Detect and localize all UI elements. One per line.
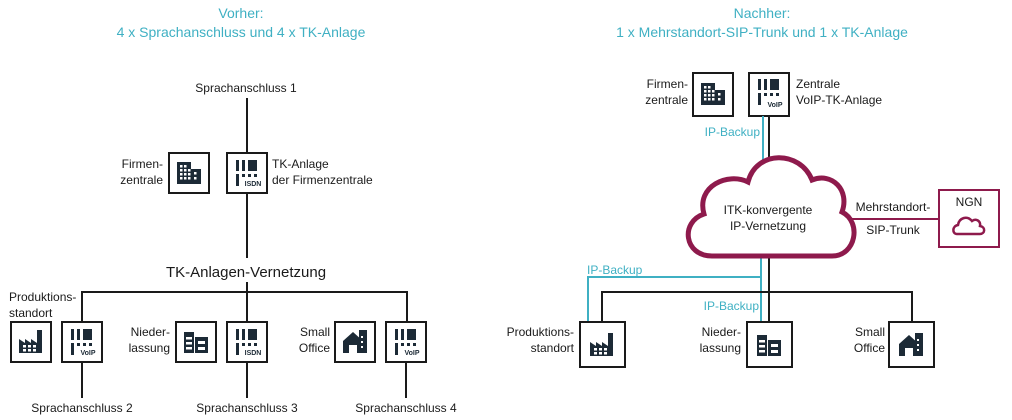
left-site-2-node[interactable] (175, 321, 217, 363)
right-title-line2: 1 x Mehrstandort-SIP-Trunk und 1 x TK-An… (616, 24, 908, 40)
right-pbx-label-2: VoIP-TK-Anlage (796, 93, 882, 107)
left-site-1-label-1: Produktions- (9, 290, 76, 304)
ngn-node[interactable]: NGN (938, 189, 1000, 248)
left-site-3-pbx[interactable]: VoIP (385, 321, 427, 363)
left-hq-pbx-node[interactable]: ISDN (226, 152, 268, 194)
left-line-label-3: Sprachanschluss 3 (196, 401, 298, 415)
right-site-1-label-1: Produktions- (507, 325, 574, 339)
left-line-label-1: Sprachanschluss 1 (195, 81, 297, 95)
left-pbx-label-1: TK-Anlage (272, 157, 329, 171)
left-site-2-label-1: Nieder- (131, 325, 170, 339)
left-site-1-node[interactable] (10, 321, 52, 363)
left-site-2-label-2: lassung (129, 341, 170, 355)
right-central-pbx-node[interactable]: VoIP (748, 72, 790, 117)
pbx-type-label: ISDN (245, 350, 262, 357)
cloud-label-1: ITK-konvergente (724, 203, 813, 217)
backup-label-production: IP-Backup (587, 263, 643, 277)
left-site-2-pbx[interactable]: ISDN (226, 321, 268, 363)
right-network-bus (601, 291, 913, 322)
right-site-2-label-2: lassung (700, 341, 741, 355)
right-site-3-label-1: Small (855, 325, 885, 339)
left-title-line1: Vorher: (218, 5, 263, 21)
left-hq-label-1: Firmen- (122, 157, 163, 171)
pbx-type-label: ISDN (245, 181, 262, 188)
left-site-3-label-1: Small (300, 325, 330, 339)
left-hq-node[interactable] (168, 152, 210, 194)
right-site-2-node[interactable] (746, 321, 793, 368)
cloud-label-2: IP-Vernetzung (730, 219, 806, 233)
pbx-type-label: VoIP (767, 102, 782, 109)
left-line-label-4: Sprachanschluss 4 (355, 401, 457, 415)
right-pbx-label-1: Zentrale (796, 77, 840, 91)
left-site-3-node[interactable] (334, 321, 376, 363)
left-site-1-pbx[interactable]: VoIP (61, 321, 103, 363)
trunk-label-2: SIP-Trunk (866, 223, 921, 237)
left-line-label-2: Sprachanschluss 2 (31, 401, 133, 415)
left-site-1-label-2: standort (9, 306, 53, 320)
backup-label-hq: IP-Backup (705, 125, 761, 139)
right-hq-label-2: zentrale (645, 93, 688, 107)
right-site-1-label-2: standort (531, 341, 575, 355)
pbx-type-label: VoIP (404, 350, 419, 357)
left-network-label: TK-Anlagen-Vernetzung (166, 264, 326, 281)
ip-network-cloud[interactable]: ITK-konvergente IP-Vernetzung (685, 155, 857, 259)
backup-label-branch: IP-Backup (704, 299, 760, 313)
right-site-3-node[interactable] (888, 321, 935, 368)
left-network-bus (81, 291, 408, 322)
ngn-label: NGN (956, 195, 983, 209)
pbx-type-label: VoIP (80, 350, 95, 357)
right-title-line1: Nachher: (734, 5, 791, 21)
right-site-3-label-2: Office (854, 341, 885, 355)
right-site-2-label-1: Nieder- (702, 325, 741, 339)
left-title-line2: 4 x Sprachanschluss und 4 x TK-Anlage (117, 24, 366, 40)
left-site-3-label-2: Office (299, 341, 330, 355)
trunk-label-1: Mehrstandort- (856, 200, 931, 214)
right-hq-node[interactable] (692, 72, 734, 117)
left-pbx-label-2: der Firmenzentrale (272, 173, 373, 187)
left-hq-label-2: zentrale (120, 173, 163, 187)
cloud-icon (685, 155, 857, 259)
right-site-1-node[interactable] (579, 321, 626, 368)
right-hq-label-1: Firmen- (647, 77, 688, 91)
